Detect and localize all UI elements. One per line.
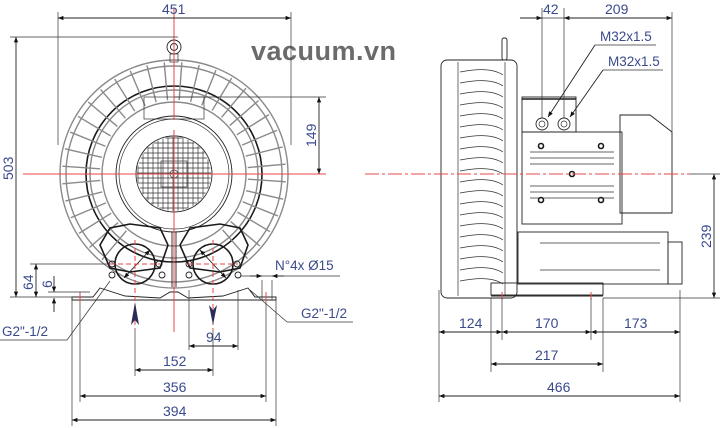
side-cooling-fins <box>459 69 504 285</box>
silencer-body <box>517 231 669 285</box>
terminal-box <box>521 96 577 133</box>
fin <box>101 230 127 261</box>
fin <box>70 202 107 219</box>
front-view: 451 503 149 64 6 G2"-1/2 G2"-1/2 N° <box>0 1 353 426</box>
side-fin <box>459 168 504 175</box>
fin <box>189 64 200 103</box>
fin <box>221 87 247 118</box>
dim-foot-hole-spacing: 356 <box>163 379 187 395</box>
cable-gland-2 <box>557 117 571 131</box>
dim-center-to-top: 149 <box>303 123 319 147</box>
dim-foot-width: 394 <box>163 403 187 419</box>
fin <box>211 77 233 111</box>
side-fin <box>459 179 504 186</box>
fin <box>77 115 111 137</box>
fin <box>163 62 169 101</box>
fin <box>129 70 146 107</box>
side-fin <box>459 157 504 164</box>
side-fin <box>459 256 504 263</box>
fin <box>62 165 101 170</box>
side-fin <box>459 190 504 197</box>
fin <box>247 178 286 183</box>
side-fin <box>459 102 504 109</box>
side-fin <box>459 212 504 219</box>
fin <box>178 62 183 101</box>
cable-gland-note-1: M32x1.5 <box>600 29 652 44</box>
fin <box>146 65 157 103</box>
inlet-flow-arrow <box>131 302 139 325</box>
dim-port-height: 64 <box>20 274 36 290</box>
fin <box>69 131 106 147</box>
dim-center-height: 239 <box>698 224 714 248</box>
motor-ribs <box>530 151 614 199</box>
fin <box>245 189 284 200</box>
fin <box>241 129 278 146</box>
dim-foot-thickness: 6 <box>39 280 55 288</box>
side-fin <box>459 201 504 208</box>
outlet-flow-arrow <box>209 305 217 325</box>
side-mounting-foot <box>490 282 604 296</box>
fin <box>242 201 279 217</box>
side-fin <box>459 245 504 252</box>
side-fin <box>459 234 504 241</box>
side-view: 42 209 M32x1.5 M32x1.5 239 124 170 173 2… <box>365 1 720 402</box>
cooling-fins <box>62 62 286 261</box>
fin <box>247 163 286 169</box>
fin <box>237 211 271 233</box>
mounting-foot <box>71 287 277 301</box>
side-fin <box>459 124 504 131</box>
side-fin <box>459 223 504 230</box>
side-fin <box>459 91 504 98</box>
dim-side-foot-holes: 170 <box>535 315 559 331</box>
fin <box>236 114 270 136</box>
fin <box>229 99 259 126</box>
watermark-text: vacuum.vn <box>251 36 397 66</box>
side-blower-housing <box>440 59 518 299</box>
dim-overall-width: 451 <box>162 1 186 17</box>
side-fin <box>459 135 504 142</box>
dim-gland-to-end: 209 <box>605 1 629 17</box>
cable-gland-1 <box>535 117 549 131</box>
fin <box>99 89 126 119</box>
fin <box>78 212 112 234</box>
fan-cowl <box>619 114 673 214</box>
motor-body <box>521 131 623 225</box>
dim-overall-length: 466 <box>547 379 571 395</box>
side-fin <box>459 146 504 153</box>
dim-port-spacing: 152 <box>163 353 187 369</box>
mounting-holes-note: N°4x Ø15 <box>275 258 334 273</box>
dim-flange-span: 94 <box>206 329 222 345</box>
fin <box>245 146 283 157</box>
fin <box>64 148 103 159</box>
side-fin <box>459 80 504 87</box>
outlet-thread-note: G2"-1/2 <box>301 306 347 321</box>
side-fin <box>459 69 504 76</box>
dim-overall-height: 503 <box>0 156 16 180</box>
dim-foot-length: 217 <box>535 347 559 363</box>
fin <box>65 191 103 202</box>
dim-front-to-foot: 124 <box>459 315 483 331</box>
fin <box>114 78 136 112</box>
cable-gland-note-2: M32x1.5 <box>608 54 660 69</box>
fin <box>87 101 118 127</box>
side-fin <box>459 113 504 120</box>
fin <box>230 221 261 247</box>
side-fin <box>459 267 504 274</box>
dim-gland-spacing: 42 <box>543 1 559 17</box>
dim-foot-to-end: 173 <box>624 315 648 331</box>
fin <box>222 229 249 259</box>
fin <box>62 179 101 185</box>
inlet-thread-note: G2"-1/2 <box>2 324 48 339</box>
